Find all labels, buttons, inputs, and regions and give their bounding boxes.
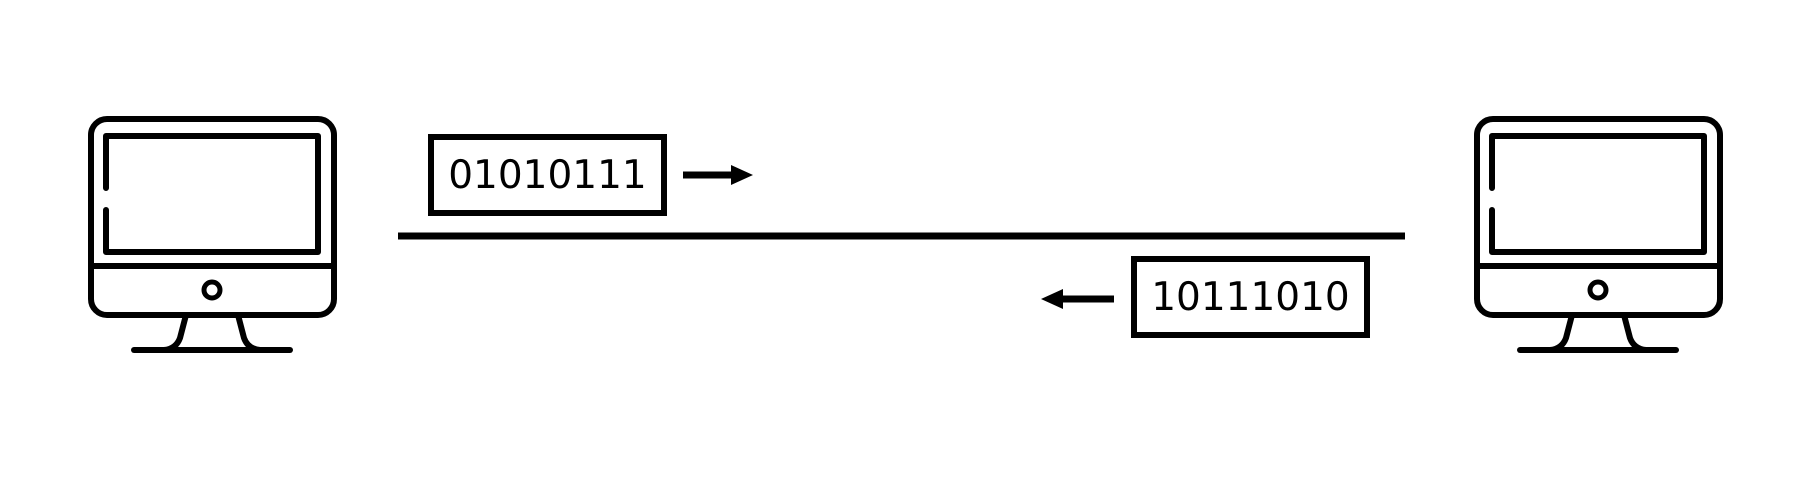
- incoming-packet-bits: 10111010: [1151, 274, 1350, 320]
- outgoing-packet-bits: 01010111: [448, 152, 647, 198]
- left-computer-icon: [91, 119, 334, 350]
- arrow-right-icon: [683, 165, 753, 185]
- right-computer-icon: [1477, 119, 1720, 350]
- outgoing-packet: 01010111: [428, 134, 667, 216]
- incoming-packet: 10111010: [1131, 256, 1370, 338]
- arrow-left-icon: [1041, 289, 1114, 309]
